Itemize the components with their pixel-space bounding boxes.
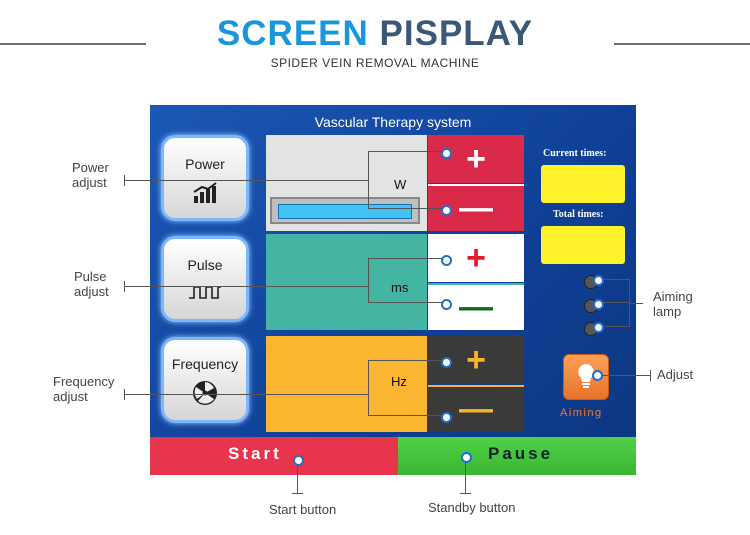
pulse-adjust-callout: Pulse adjust [74,269,109,299]
header-rule-right [614,43,750,45]
power-value-panel: W [266,135,427,231]
power-plus-button[interactable]: + [428,135,524,183]
frequency-minus-button[interactable]: — [428,385,524,432]
pulse-minus-dot [441,299,452,310]
power-bracket-bottom [368,208,442,209]
page-title: SCREEN PISPLAY [0,14,750,54]
pulse-callout-tick [124,281,125,292]
power-mode-label: Power [185,156,225,172]
aiming-label: Aiming [560,407,603,419]
power-level-bar [270,197,420,224]
adjust-callout-line [602,375,650,376]
frequency-mode-button[interactable]: Frequency [161,337,249,423]
screen-title: Vascular Therapy system [314,114,472,130]
lamp-bracket-mid [603,302,630,303]
page-subtitle: SPIDER VEIN REMOVAL MACHINE [270,56,480,70]
pulse-bracket-bottom [368,302,442,303]
adjust-callout: Adjust [657,367,694,382]
power-bracket-vertical [368,151,369,209]
frequency-plus-button[interactable]: + [428,336,524,384]
pause-dot [461,452,472,463]
start-button-callout: Start button [269,502,337,517]
pause-button-label: Pause [488,444,554,463]
pulse-plus-dot [441,255,452,266]
power-adjust-callout: Power adjust [72,160,109,190]
total-times-label: Total times: [553,209,604,220]
frequency-callout-tick [124,389,125,400]
power-plus-dot [441,148,452,159]
aiming-lamp-callout: Aiming lamp [653,289,693,319]
power-callout-line [124,180,369,181]
start-button-label: Start [228,444,282,463]
frequency-callout-line [124,394,369,395]
current-times-display [541,165,625,203]
lamp-dot-1 [593,275,604,286]
lightbulb-icon [564,363,608,394]
pulse-mode-label: Pulse [187,257,223,273]
frequency-bracket-bottom [368,415,442,416]
freq-minus-dot [441,412,452,423]
device-screen: Vascular Therapy system Power Pulse Freq… [150,105,636,475]
start-button[interactable]: Start [150,437,398,475]
power-level-fill [278,204,412,219]
standby-callout-line [465,462,466,494]
power-minus-dot [441,205,452,216]
lamp-bracket-top [603,279,630,280]
standby-callout-tick [460,493,471,494]
title-word-screen: SCREEN [216,14,369,53]
pulse-bracket-vertical [368,258,369,303]
adjust-callout-tick [650,370,651,381]
pulse-unit: ms [391,280,409,295]
frequency-bracket-top [368,360,442,361]
pulse-mode-button[interactable]: Pulse [161,236,249,322]
pulse-bracket-top [368,258,442,259]
freq-plus-dot [441,357,452,368]
pause-button[interactable]: Pause [398,437,636,475]
frequency-bracket-vertical [368,360,369,416]
start-callout-line [297,465,298,494]
title-word-display: PISPLAY [379,14,534,53]
bar-chart-up-icon [164,182,246,210]
power-callout-tick [124,175,125,186]
frequency-mode-label: Frequency [171,356,239,372]
start-callout-tick [292,493,303,494]
power-mode-button[interactable]: Power [161,135,249,221]
frequency-value-panel: Hz [266,336,427,432]
power-minus-button[interactable]: — [428,184,524,231]
pulse-minus-button[interactable]: — [428,283,524,330]
power-unit: W [394,177,407,192]
pulse-value-panel: ms [266,234,427,330]
standby-button-callout: Standby button [428,500,516,515]
current-times-label: Current times: [543,148,607,159]
pulse-callout-line [124,286,369,287]
lamp-callout-line [629,303,643,304]
lamp-dot-3 [593,322,604,333]
fan-icon [164,380,246,412]
header-rule-left [0,43,146,45]
frequency-adjust-callout: Frequency adjust [53,374,115,404]
frequency-unit: Hz [391,374,407,389]
total-times-display [541,226,625,264]
start-dot [293,455,304,466]
power-bracket-top [368,151,442,152]
lamp-bracket-bottom [603,326,630,327]
square-wave-icon [164,283,246,306]
lamp-dot-2 [593,299,604,310]
